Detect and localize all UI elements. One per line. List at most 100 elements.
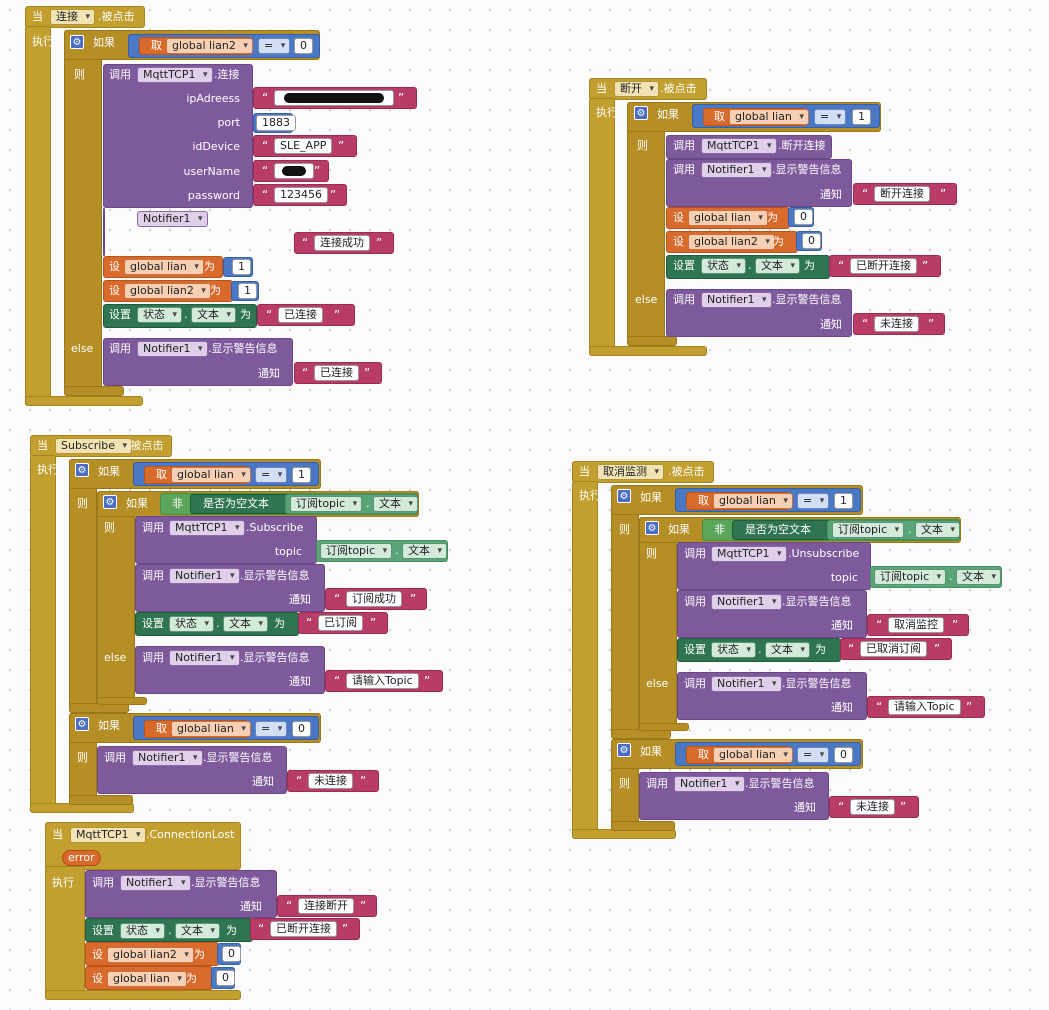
- var-dropdown[interactable]: global lian2: [688, 234, 775, 250]
- component-dropdown[interactable]: 状态: [169, 616, 214, 632]
- component-dropdown[interactable]: Notifier1: [711, 594, 782, 610]
- var-dropdown[interactable]: global lian: [107, 971, 187, 987]
- component-dropdown[interactable]: 状态: [120, 923, 165, 939]
- string-field[interactable]: 连接成功: [314, 235, 370, 251]
- property-dropdown[interactable]: 文本: [402, 543, 447, 559]
- string-field[interactable]: 未连接: [308, 773, 353, 789]
- component-dropdown[interactable]: 订阅topic: [290, 496, 363, 512]
- component-dropdown[interactable]: 状态: [137, 307, 182, 323]
- redaction-mark: [282, 166, 306, 176]
- component-dropdown[interactable]: 订阅topic: [320, 543, 393, 559]
- string-field[interactable]: 未连接: [850, 799, 895, 815]
- var-dropdown[interactable]: global lian: [688, 210, 768, 226]
- property-dropdown[interactable]: 文本: [915, 522, 960, 538]
- number-field[interactable]: 1: [238, 283, 257, 299]
- number-field[interactable]: 1: [292, 467, 311, 483]
- component-dropdown[interactable]: 断开: [614, 81, 659, 97]
- number-field[interactable]: 0: [222, 946, 241, 962]
- gear-icon[interactable]: ⚙: [70, 35, 84, 49]
- var-dropdown[interactable]: global lian: [713, 493, 793, 509]
- property-dropdown[interactable]: 文本: [765, 642, 810, 658]
- property-dropdown[interactable]: 文本: [191, 307, 236, 323]
- number-field[interactable]: 0: [294, 38, 313, 54]
- number-field[interactable]: 1: [852, 109, 871, 125]
- component-dropdown[interactable]: Subscribe: [55, 438, 133, 454]
- gear-icon[interactable]: ⚙: [634, 106, 648, 120]
- string-field[interactable]: 订阅成功: [346, 591, 402, 607]
- var-dropdown[interactable]: global lian: [171, 467, 251, 483]
- event-param-error[interactable]: error: [62, 850, 101, 866]
- gear-icon[interactable]: ⚙: [617, 743, 631, 757]
- var-dropdown[interactable]: global lian: [124, 259, 204, 275]
- var-dropdown[interactable]: global lian2: [124, 283, 211, 299]
- component-dropdown[interactable]: Notifier1: [701, 292, 772, 308]
- if-label: 如果: [93, 36, 115, 49]
- string-field[interactable]: 已订阅: [318, 615, 363, 631]
- property-dropdown[interactable]: 文本: [956, 569, 1001, 585]
- component-dropdown[interactable]: Notifier1: [132, 750, 203, 766]
- string-field[interactable]: 已连接: [314, 365, 359, 381]
- component-dropdown[interactable]: 订阅topic: [874, 569, 947, 585]
- component-dropdown[interactable]: 取消监测: [597, 464, 664, 480]
- component-dropdown[interactable]: MqttTCP1: [137, 67, 213, 83]
- compare-dropdown[interactable]: =: [797, 493, 830, 509]
- component-dropdown[interactable]: Notifier1: [674, 776, 745, 792]
- var-dropdown[interactable]: global lian2: [107, 947, 194, 963]
- string-field[interactable]: 已断开连接: [850, 258, 917, 274]
- compare-dropdown[interactable]: =: [797, 747, 830, 763]
- string-field[interactable]: 断开连接: [874, 186, 930, 202]
- string-field[interactable]: 已取消订阅: [860, 641, 927, 657]
- component-dropdown[interactable]: Notifier1: [701, 162, 772, 178]
- component-dropdown[interactable]: Notifier1: [137, 211, 208, 227]
- component-dropdown[interactable]: 订阅topic: [832, 522, 905, 538]
- component-dropdown[interactable]: MqttTCP1: [169, 520, 245, 536]
- number-field[interactable]: 0: [834, 747, 853, 763]
- component-dropdown[interactable]: Notifier1: [169, 650, 240, 666]
- string-field[interactable]: 请输入Topic: [888, 699, 961, 715]
- var-dropdown[interactable]: global lian: [729, 109, 809, 125]
- compare-dropdown[interactable]: =: [258, 38, 291, 54]
- number-field[interactable]: 0: [802, 233, 821, 249]
- var-dropdown[interactable]: global lian2: [166, 38, 253, 54]
- component-dropdown[interactable]: 状态: [701, 258, 746, 274]
- string-field[interactable]: 123456: [274, 187, 328, 203]
- component-dropdown[interactable]: MqttTCP1: [70, 827, 146, 843]
- gear-icon[interactable]: ⚙: [75, 717, 89, 731]
- property-dropdown[interactable]: 文本: [223, 616, 268, 632]
- compare-dropdown[interactable]: =: [255, 467, 288, 483]
- string-field[interactable]: 请输入Topic: [346, 673, 419, 689]
- string-field[interactable]: 未连接: [874, 316, 919, 332]
- string-field[interactable]: 取消监控: [888, 617, 944, 633]
- component-dropdown[interactable]: Notifier1: [711, 676, 782, 692]
- compare-dropdown[interactable]: =: [814, 109, 847, 125]
- string-field[interactable]: SLE_APP: [274, 138, 333, 154]
- number-field[interactable]: 0: [292, 721, 311, 737]
- gear-icon[interactable]: ⚙: [75, 463, 89, 477]
- property-dropdown[interactable]: 文本: [373, 496, 418, 512]
- string-field[interactable]: 已连接: [278, 307, 323, 323]
- string-field[interactable]: 连接断开: [298, 898, 354, 914]
- gear-icon[interactable]: ⚙: [103, 495, 117, 509]
- var-dropdown[interactable]: global lian: [713, 747, 793, 763]
- component-dropdown[interactable]: Notifier1: [120, 875, 191, 891]
- number-field[interactable]: 1: [834, 493, 853, 509]
- component-dropdown[interactable]: MqttTCP1: [711, 546, 787, 562]
- number-field[interactable]: 1: [232, 259, 251, 275]
- do-label: 执行: [32, 35, 54, 48]
- component-dropdown[interactable]: Notifier1: [137, 341, 208, 357]
- string-field[interactable]: 已断开连接: [270, 921, 337, 937]
- component-dropdown[interactable]: Notifier1: [169, 568, 240, 584]
- component-dropdown[interactable]: MqttTCP1: [701, 138, 777, 154]
- gear-icon[interactable]: ⚙: [645, 521, 659, 535]
- gear-icon[interactable]: ⚙: [617, 489, 631, 503]
- component-dropdown[interactable]: 状态: [711, 642, 756, 658]
- var-dropdown[interactable]: global lian: [171, 721, 251, 737]
- number-field[interactable]: 0: [794, 209, 813, 225]
- number-field[interactable]: 0: [216, 970, 235, 986]
- number-field[interactable]: 1883: [256, 115, 296, 131]
- compare-dropdown[interactable]: =: [255, 721, 288, 737]
- property-dropdown[interactable]: 文本: [755, 258, 800, 274]
- component-dropdown[interactable]: 连接: [50, 9, 95, 25]
- property-dropdown[interactable]: 文本: [175, 923, 220, 939]
